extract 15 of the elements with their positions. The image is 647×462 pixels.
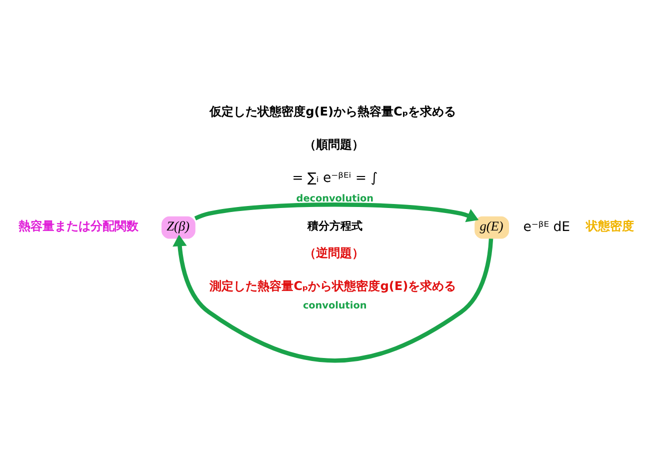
edge-label: deconvolution	[296, 192, 374, 204]
arrow	[194, 202, 479, 222]
label: （順問題）	[304, 136, 364, 151]
node-label: 熱容量または分配関数	[18, 218, 138, 232]
label: 状態密度	[586, 218, 634, 232]
label: （逆問題）	[304, 246, 364, 260]
label: 測定した熱容量Cₚから状態密度g(E)を求める	[210, 278, 456, 292]
label: = ∑ᵢ e⁻ᵝᴱⁱ = ∫	[292, 170, 378, 186]
edge-label: convolution	[302, 300, 367, 311]
label: 積分方程式	[307, 219, 362, 232]
label: e⁻ᵝᴱ dE	[523, 219, 570, 234]
node-box: Z(β)	[162, 216, 196, 238]
label: 仮定した状態密度g(E)から熱容量Cₚを求める	[210, 104, 456, 118]
arrow	[172, 234, 494, 362]
node-box: g(E)	[474, 216, 510, 238]
